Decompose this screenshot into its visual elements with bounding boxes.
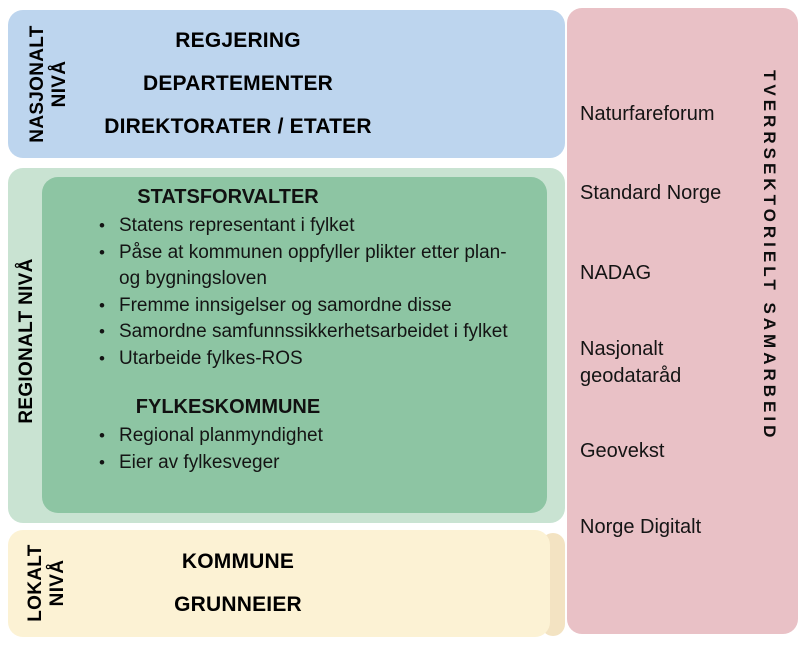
statsforvalter-bullet: Samordne samfunnssikkerhetsarbeidet i fy… [97, 319, 519, 346]
local-row-grunneier: GRUNNEIER [174, 593, 302, 617]
statsforvalter-bullet: Utarbeide fylkes-ROS [97, 346, 519, 373]
local-level-label: LOKALT NIVÅ [25, 544, 68, 622]
local-row-kommune: KOMMUNE [181, 549, 295, 573]
organization-item: Geovekst [580, 440, 665, 462]
regional-level-box: STATSFORVALTER Statens representant i fy… [8, 168, 565, 523]
national-level-label: NASJONALT NIVÅ [27, 25, 70, 143]
statsforvalter-title: STATSFORVALTER [137, 186, 319, 208]
fylkeskommune-bullet-list: Regional planmyndighet Eier av fylkesveg… [42, 423, 547, 476]
organization-item: Norge Digitalt [580, 516, 702, 538]
national-row-regjering: REGJERING [175, 29, 301, 52]
organization-item: Nasjonalt geodataråd [580, 338, 682, 387]
regional-level-label: REGIONALT NIVÅ [16, 258, 37, 424]
cross-sector-vertical-title: TVERRSEKTORIELT SAMARBEID [760, 70, 779, 442]
cross-sector-panel: Naturfareforum Standard Norge NADAG Nasj… [567, 8, 798, 634]
statsforvalter-bullet-list: Statens representant i fylket Påse at ko… [42, 213, 547, 372]
fylkeskommune-title: FYLKESKOMMUNE [135, 396, 321, 418]
local-level-box: KOMMUNE GRUNNEIER [8, 530, 550, 637]
organization-item: NADAG [580, 262, 652, 284]
regional-content-box: STATSFORVALTER Statens representant i fy… [42, 177, 547, 513]
national-row-departementer: DEPARTEMENTER [142, 72, 334, 95]
statsforvalter-bullet: Fremme innsigelser og samordne disse [97, 293, 519, 320]
local-rows: KOMMUNE GRUNNEIER [68, 530, 408, 637]
statsforvalter-bullet: Statens representant i fylket [97, 213, 519, 240]
national-level-box: REGJERING DEPARTEMENTER DIREKTORATER / E… [8, 10, 565, 158]
organization-item: Naturfareforum [580, 103, 715, 125]
organization-item: Standard Norge [580, 182, 722, 204]
statsforvalter-bullet: Påse at kommunen oppfyller plikter etter… [97, 240, 519, 293]
national-rows: REGJERING DEPARTEMENTER DIREKTORATER / E… [68, 10, 408, 158]
fylkeskommune-bullet: Eier av fylkesveger [97, 450, 519, 477]
national-row-direktorater: DIREKTORATER / ETATER [104, 115, 372, 138]
fylkeskommune-bullet: Regional planmyndighet [97, 423, 519, 450]
